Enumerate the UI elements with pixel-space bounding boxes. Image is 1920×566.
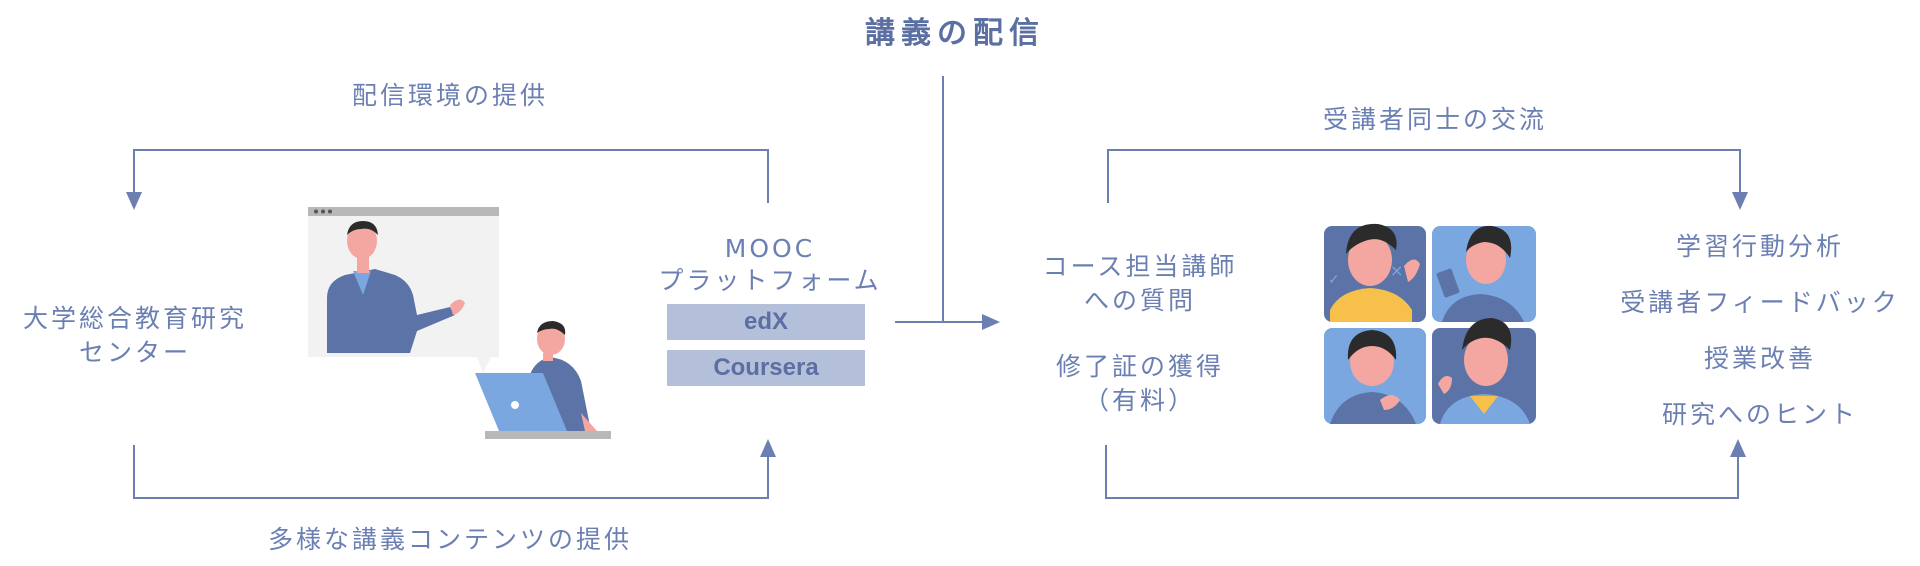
center-name-line1: 大学総合教育研究: [22, 304, 247, 333]
peer-chat-illustration: × ✓: [1324, 223, 1536, 424]
lecture-illustration: [308, 207, 611, 439]
left-bottom-arrow: [133, 439, 776, 499]
outcomes-list: 学習行動分析 受講者フィードバック 授業改善 研究へのヒント: [1610, 227, 1910, 431]
platform-heading-line2: プラットフォーム: [658, 266, 882, 295]
platform-coursera: Coursera: [667, 350, 865, 386]
certificate: 修了証の獲得 （有料）: [1020, 350, 1260, 418]
label-peer-interaction: 受講者同士の交流: [1322, 105, 1547, 134]
svg-text:×: ×: [1390, 261, 1403, 280]
platform-heading-line1: MOOC: [724, 234, 816, 263]
question-to-instructor: コース担当講師 への質問: [1020, 250, 1260, 318]
right-bottom-arrow: [1105, 439, 1746, 499]
svg-text:✓: ✓: [1328, 272, 1340, 288]
left-top-arrow: [126, 149, 769, 210]
center-name: 大学総合教育研究 センター: [5, 302, 265, 370]
platform-heading: MOOC プラットフォーム: [650, 233, 890, 297]
label-environment: 配信環境の提供: [351, 81, 548, 110]
certificate-line1: 修了証の獲得: [1055, 352, 1224, 381]
certificate-line2: （有料）: [1083, 386, 1196, 415]
right-top-arrow: [1107, 149, 1748, 210]
outcome-research-hints: 研究へのヒント: [1661, 400, 1858, 429]
label-content: 多様な講義コンテンツの提供: [267, 525, 632, 554]
outcome-learner-feedback: 受講者フィードバック: [1620, 288, 1900, 317]
diagram-title: 講義の配信: [865, 16, 1045, 51]
outcome-learning-analytics: 学習行動分析: [1675, 232, 1844, 261]
platform-edx: edX: [667, 304, 865, 340]
center-name-line2: センター: [78, 338, 191, 367]
question-line1: コース担当講師: [1042, 252, 1238, 281]
outcome-class-improvement: 授業改善: [1703, 344, 1816, 373]
question-line2: への質問: [1083, 286, 1196, 315]
